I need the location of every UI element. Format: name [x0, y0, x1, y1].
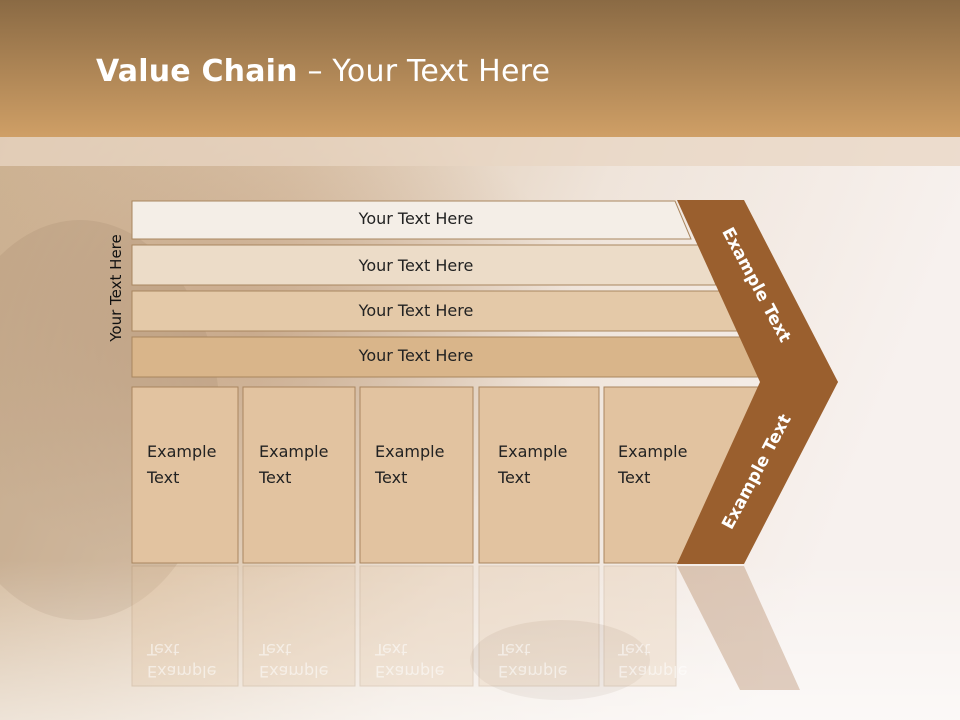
reflection-text-3-line1: Example — [375, 662, 445, 681]
reflection-text-1-line2: Text — [147, 640, 180, 659]
row-label-1: Your Text Here — [358, 209, 474, 228]
column-label-1-line1: Example — [147, 442, 217, 461]
row-label-4: Your Text Here — [358, 346, 474, 365]
primary-column-2 — [242, 386, 356, 564]
column-label-5-line2: Text — [618, 468, 651, 487]
reflection-text-2-line1: Example — [259, 662, 329, 681]
primary-column-1 — [131, 386, 239, 564]
reflection-text-3-line2: Text — [375, 640, 408, 659]
reflection-text-3: Example Text — [375, 638, 444, 682]
column-label-5-line1: Example — [618, 442, 688, 461]
column-label-2-line2: Text — [259, 468, 292, 487]
primary-column-3 — [359, 386, 474, 564]
row-label-3: Your Text Here — [358, 301, 474, 320]
reflection-text-1-line1: Example — [147, 662, 217, 681]
support-row-1 — [131, 200, 692, 240]
reflection-text-1: Example Text — [147, 638, 216, 682]
reflection-text-4: Example Text — [498, 638, 567, 682]
slide-title: Value Chain – Your Text Here — [96, 54, 550, 89]
reflection-text-2-line2: Text — [259, 640, 292, 659]
reflection-text-2: Example Text — [259, 638, 328, 682]
reflection-text-5: Example Text — [618, 638, 687, 682]
diagram-reflection — [131, 565, 800, 690]
reflection-text-5-line2: Text — [618, 640, 651, 659]
column-label-3-line2: Text — [375, 468, 408, 487]
column-label-4-line2: Text — [498, 468, 531, 487]
row-label-2: Your Text Here — [358, 256, 474, 275]
primary-column-4 — [478, 386, 600, 564]
column-label-4-line1: Example — [498, 442, 568, 461]
column-label-2-line1: Example — [259, 442, 329, 461]
reflection-text-4-line2: Text — [498, 640, 531, 659]
column-label-1-line2: Text — [147, 468, 180, 487]
reflection-text-4-line1: Example — [498, 662, 568, 681]
title-rest-text: – Your Text Here — [297, 54, 551, 89]
reflection-text-5-line1: Example — [618, 662, 688, 681]
column-label-3-line1: Example — [375, 442, 445, 461]
title-bold-text: Value Chain — [96, 54, 298, 89]
